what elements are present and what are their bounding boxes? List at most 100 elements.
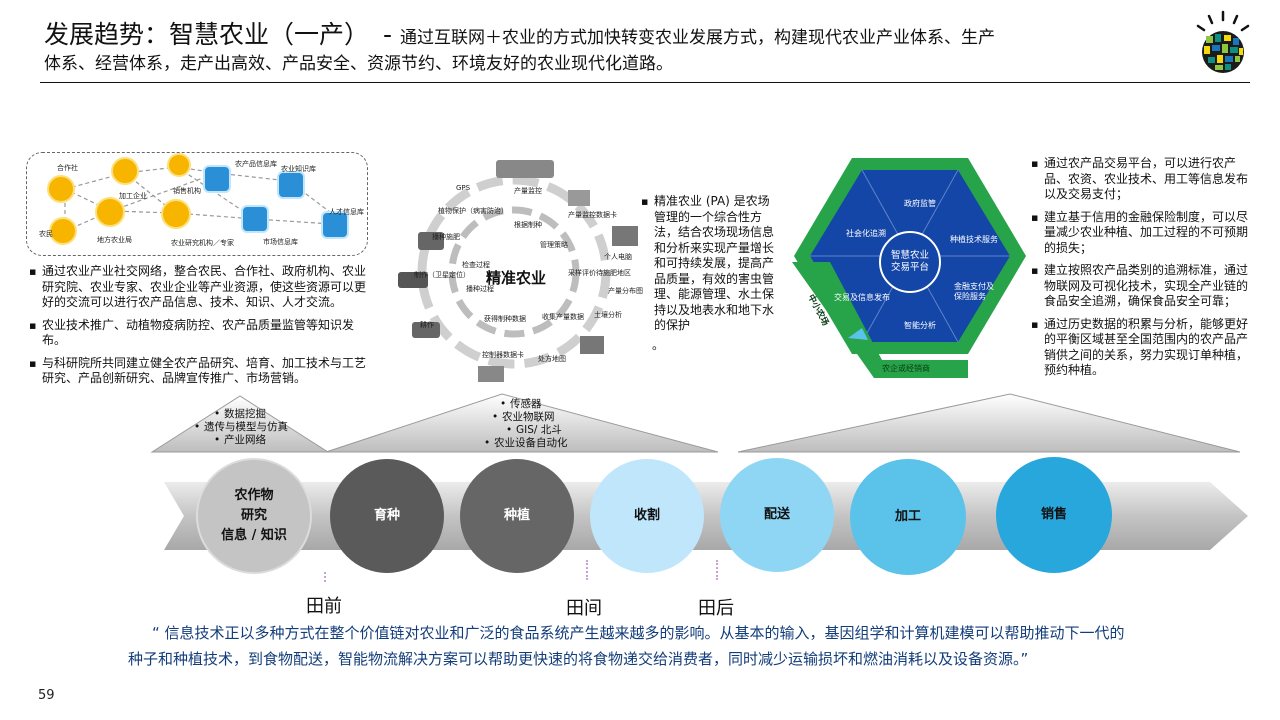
left-bullet-item: 通过农业产业社交网络，整合农民、合作社、政府机构、农业研究院、农业专家、农业企业…	[28, 264, 368, 311]
node-label-market-db: 市场信息库	[263, 238, 298, 246]
stage-distribution-label: 配送	[763, 507, 790, 522]
precision-center-label: 精准农业	[486, 269, 547, 287]
tech-center-list: 传感器 农业物联网 GIS/ 北斗 农业设备自动化	[480, 398, 600, 450]
node-sales-icon	[167, 153, 191, 177]
node-label-processor: 加工企业	[119, 192, 147, 200]
cycle-label-yield-monitor: 产量监控	[514, 187, 542, 195]
trading-platform-hexagon	[792, 158, 1026, 378]
right-bullet-item: 通过农产品交易平台，可以进行农产品、农资、农业技术、用工等信息发布以及交易支付；	[1030, 156, 1250, 203]
cycle-label-prescription-map: 处方地图	[538, 355, 566, 363]
cycle-label-controller-card: 控制器数据卡	[482, 351, 524, 359]
right-bullet-list: 通过农产品交易平台，可以进行农产品、农资、农业技术、用工等信息发布以及交易支付；…	[1030, 156, 1250, 386]
stage-research-label: 农作物 研究 信息 / 知识	[221, 488, 287, 543]
platform-segment-finance: 金融支付及保险服务	[954, 282, 994, 301]
title-subtitle-line2: 体系、经营体系，走产出高效、产品安全、资源节约、环境友好的农业现代化道路。	[44, 54, 673, 74]
title-main: 发展趋势：智慧农业（一产）	[44, 20, 370, 49]
quote-line-2: 种子和种植技术，到食物配送，智能物流解决方案可以帮助更快速的将食物递交给消费者，…	[128, 650, 1029, 668]
cycle-label-seeding-process: 播种过程	[466, 285, 494, 293]
node-label-farmer: 农民	[39, 230, 53, 238]
cycle-label-plant-protection: 植物保护（病害防治）	[438, 207, 508, 215]
cycle-label-collect-yield: 收集产量数据	[542, 313, 584, 321]
node-label-product-db: 农产品信息库	[235, 160, 277, 168]
tech-center-item: GIS/ 北斗	[506, 424, 600, 437]
field-label-after: 田后	[698, 598, 734, 619]
cycle-label-seeding: 播种施肥	[432, 233, 460, 241]
right-bullet-item: 通过历史数据的积累与分析，能够更好的平衡区域甚至全国范围内的农产品产销供之间的关…	[1030, 317, 1250, 379]
cycle-label-gps: GPS	[456, 184, 471, 192]
platform-center-label: 智慧农业交易平台	[890, 250, 929, 273]
stage-harvest: 收割	[590, 459, 704, 573]
precision-ag-cycle-diagram	[398, 160, 638, 382]
stage-sales: 销售	[996, 457, 1112, 573]
right-bullet-item: 建立基于信用的金融保险制度，可以尽量减少农业种植、加工过程的不可预期的损失；	[1030, 210, 1250, 257]
platform-segment-tech: 种植技术服务	[950, 235, 998, 244]
field-marker-during	[586, 560, 588, 580]
tech-center-item: 传感器	[500, 398, 600, 411]
left-bullet-item: 农业技术推广、动植物疫病防控、农产品质量监管等知识发布。	[28, 318, 368, 349]
stage-planting-label: 种植	[503, 508, 530, 523]
cycle-label-management: 管理策略	[540, 241, 568, 249]
tech-center-item: 农业设备自动化	[484, 437, 600, 450]
stage-planting: 种植	[460, 459, 574, 573]
cycle-label-yield-data-card: 产量监控数据卡	[568, 211, 617, 219]
brand-logo-icon	[1196, 10, 1250, 73]
node-research-icon	[161, 199, 191, 229]
platform-segment-analysis: 智能分析	[904, 321, 936, 330]
right-bullet-item: 建立按照农产品类别的追溯标准，通过物联网及可视化技术，实现全产业链的食品安全追溯…	[1030, 263, 1250, 310]
page-title: 发展趋势：智慧农业（一产）-通过互联网＋农业的方式加快转变农业发展方式，构建现代…	[44, 22, 1154, 77]
cycle-label-inspection: 检查过程	[462, 261, 490, 269]
stage-breeding: 育种	[330, 459, 444, 573]
title-separator: -	[383, 20, 393, 49]
cycle-label-pc: 个人电脑	[604, 253, 632, 261]
precision-description: 精准农业 (PA) 是农场管理的一个综合性方法，结合农场现场信息和分析来实现产量…	[640, 194, 780, 334]
tech-center-item: 农业物联网	[492, 411, 600, 424]
field-marker-before	[324, 572, 326, 582]
stage-research: 农作物 研究 信息 / 知识	[196, 458, 312, 574]
cycle-label-seed-basis: 根据制种	[514, 221, 542, 229]
tech-left-item: 产业网络	[214, 434, 310, 447]
title-divider	[40, 82, 1250, 83]
db-product-info-icon	[203, 165, 231, 193]
node-label-talent-db: 人才信息库	[329, 208, 364, 216]
platform-segment-traceability: 社会化追溯	[846, 229, 886, 238]
field-label-during: 田间	[566, 598, 602, 619]
node-label-local-bureau: 地方农业局	[97, 236, 132, 244]
stage-distribution: 配送	[720, 458, 834, 572]
cycle-label-soil-analysis: 土壤分析	[594, 311, 622, 319]
precision-period: 。	[652, 338, 665, 352]
platform-segment-gov: 政府监管	[904, 199, 936, 208]
node-processor-icon	[111, 157, 139, 185]
stage-processing-label: 加工	[894, 509, 921, 524]
node-label-sales: 销售机构	[173, 187, 201, 195]
left-bullet-item: 与科研院所共同建立健全农产品研究、培育、加工技术与工艺研究、产品创新研究、品牌宣…	[28, 356, 368, 387]
precision-description-list: 精准农业 (PA) 是农场管理的一个综合性方法，结合农场现场信息和分析来实现产量…	[640, 194, 780, 341]
cycle-label-satellite: 制作（卫星定位）	[414, 271, 470, 279]
cycle-label-get-seed: 获得制种数据	[484, 315, 526, 323]
db-market-icon	[241, 205, 269, 233]
platform-side-enterprises: 农企或经销商	[882, 364, 930, 373]
db-knowledge-icon	[277, 171, 305, 199]
tech-left-item: 数据挖掘	[214, 408, 310, 421]
node-label-research: 农业研究机构／专家	[171, 239, 234, 247]
agri-social-network-diagram: 合作社 农民 加工企业 地方农业局 农业研究机构／专家 销售机构 农产品信息库 …	[26, 152, 368, 256]
page-number: 59	[38, 688, 55, 703]
node-label-cooperative: 合作社	[57, 164, 78, 172]
tech-left-list: 数据挖掘 遗传与模型与仿真 产业网络	[180, 408, 310, 447]
stage-processing: 加工	[850, 459, 966, 575]
node-farmer-icon	[49, 217, 77, 245]
node-local-bureau-icon	[95, 197, 125, 227]
cycle-label-tillage: 耕作	[420, 321, 434, 329]
bottom-quote: “ 信息技术正以多种方式在整个价值链对农业和广泛的食品系统产生越来越多的影响。从…	[128, 620, 1232, 672]
stage-harvest-label: 收割	[633, 508, 660, 523]
stage-breeding-label: 育种	[373, 508, 400, 523]
title-subtitle-line1: 通过互联网＋农业的方式加快转变农业发展方式，构建现代农业产业体系、生产	[400, 28, 996, 48]
cycle-label-sampling: 采样评价待施肥地区	[568, 269, 631, 277]
cycle-label-yield-map: 产量分布图	[608, 287, 643, 295]
db-talent-icon	[321, 211, 349, 239]
left-bullet-list: 通过农业产业社交网络，整合农民、合作社、政府机构、农业研究院、农业专家、农业企业…	[28, 264, 368, 394]
quote-line-1: “ 信息技术正以多种方式在整个价值链对农业和广泛的食品系统产生越来越多的影响。从…	[152, 624, 1125, 642]
stage-sales-label: 销售	[1040, 507, 1067, 522]
field-marker-after	[716, 560, 718, 580]
node-label-knowledge-db: 农业知识库	[281, 165, 316, 173]
node-cooperative-icon	[47, 175, 75, 203]
